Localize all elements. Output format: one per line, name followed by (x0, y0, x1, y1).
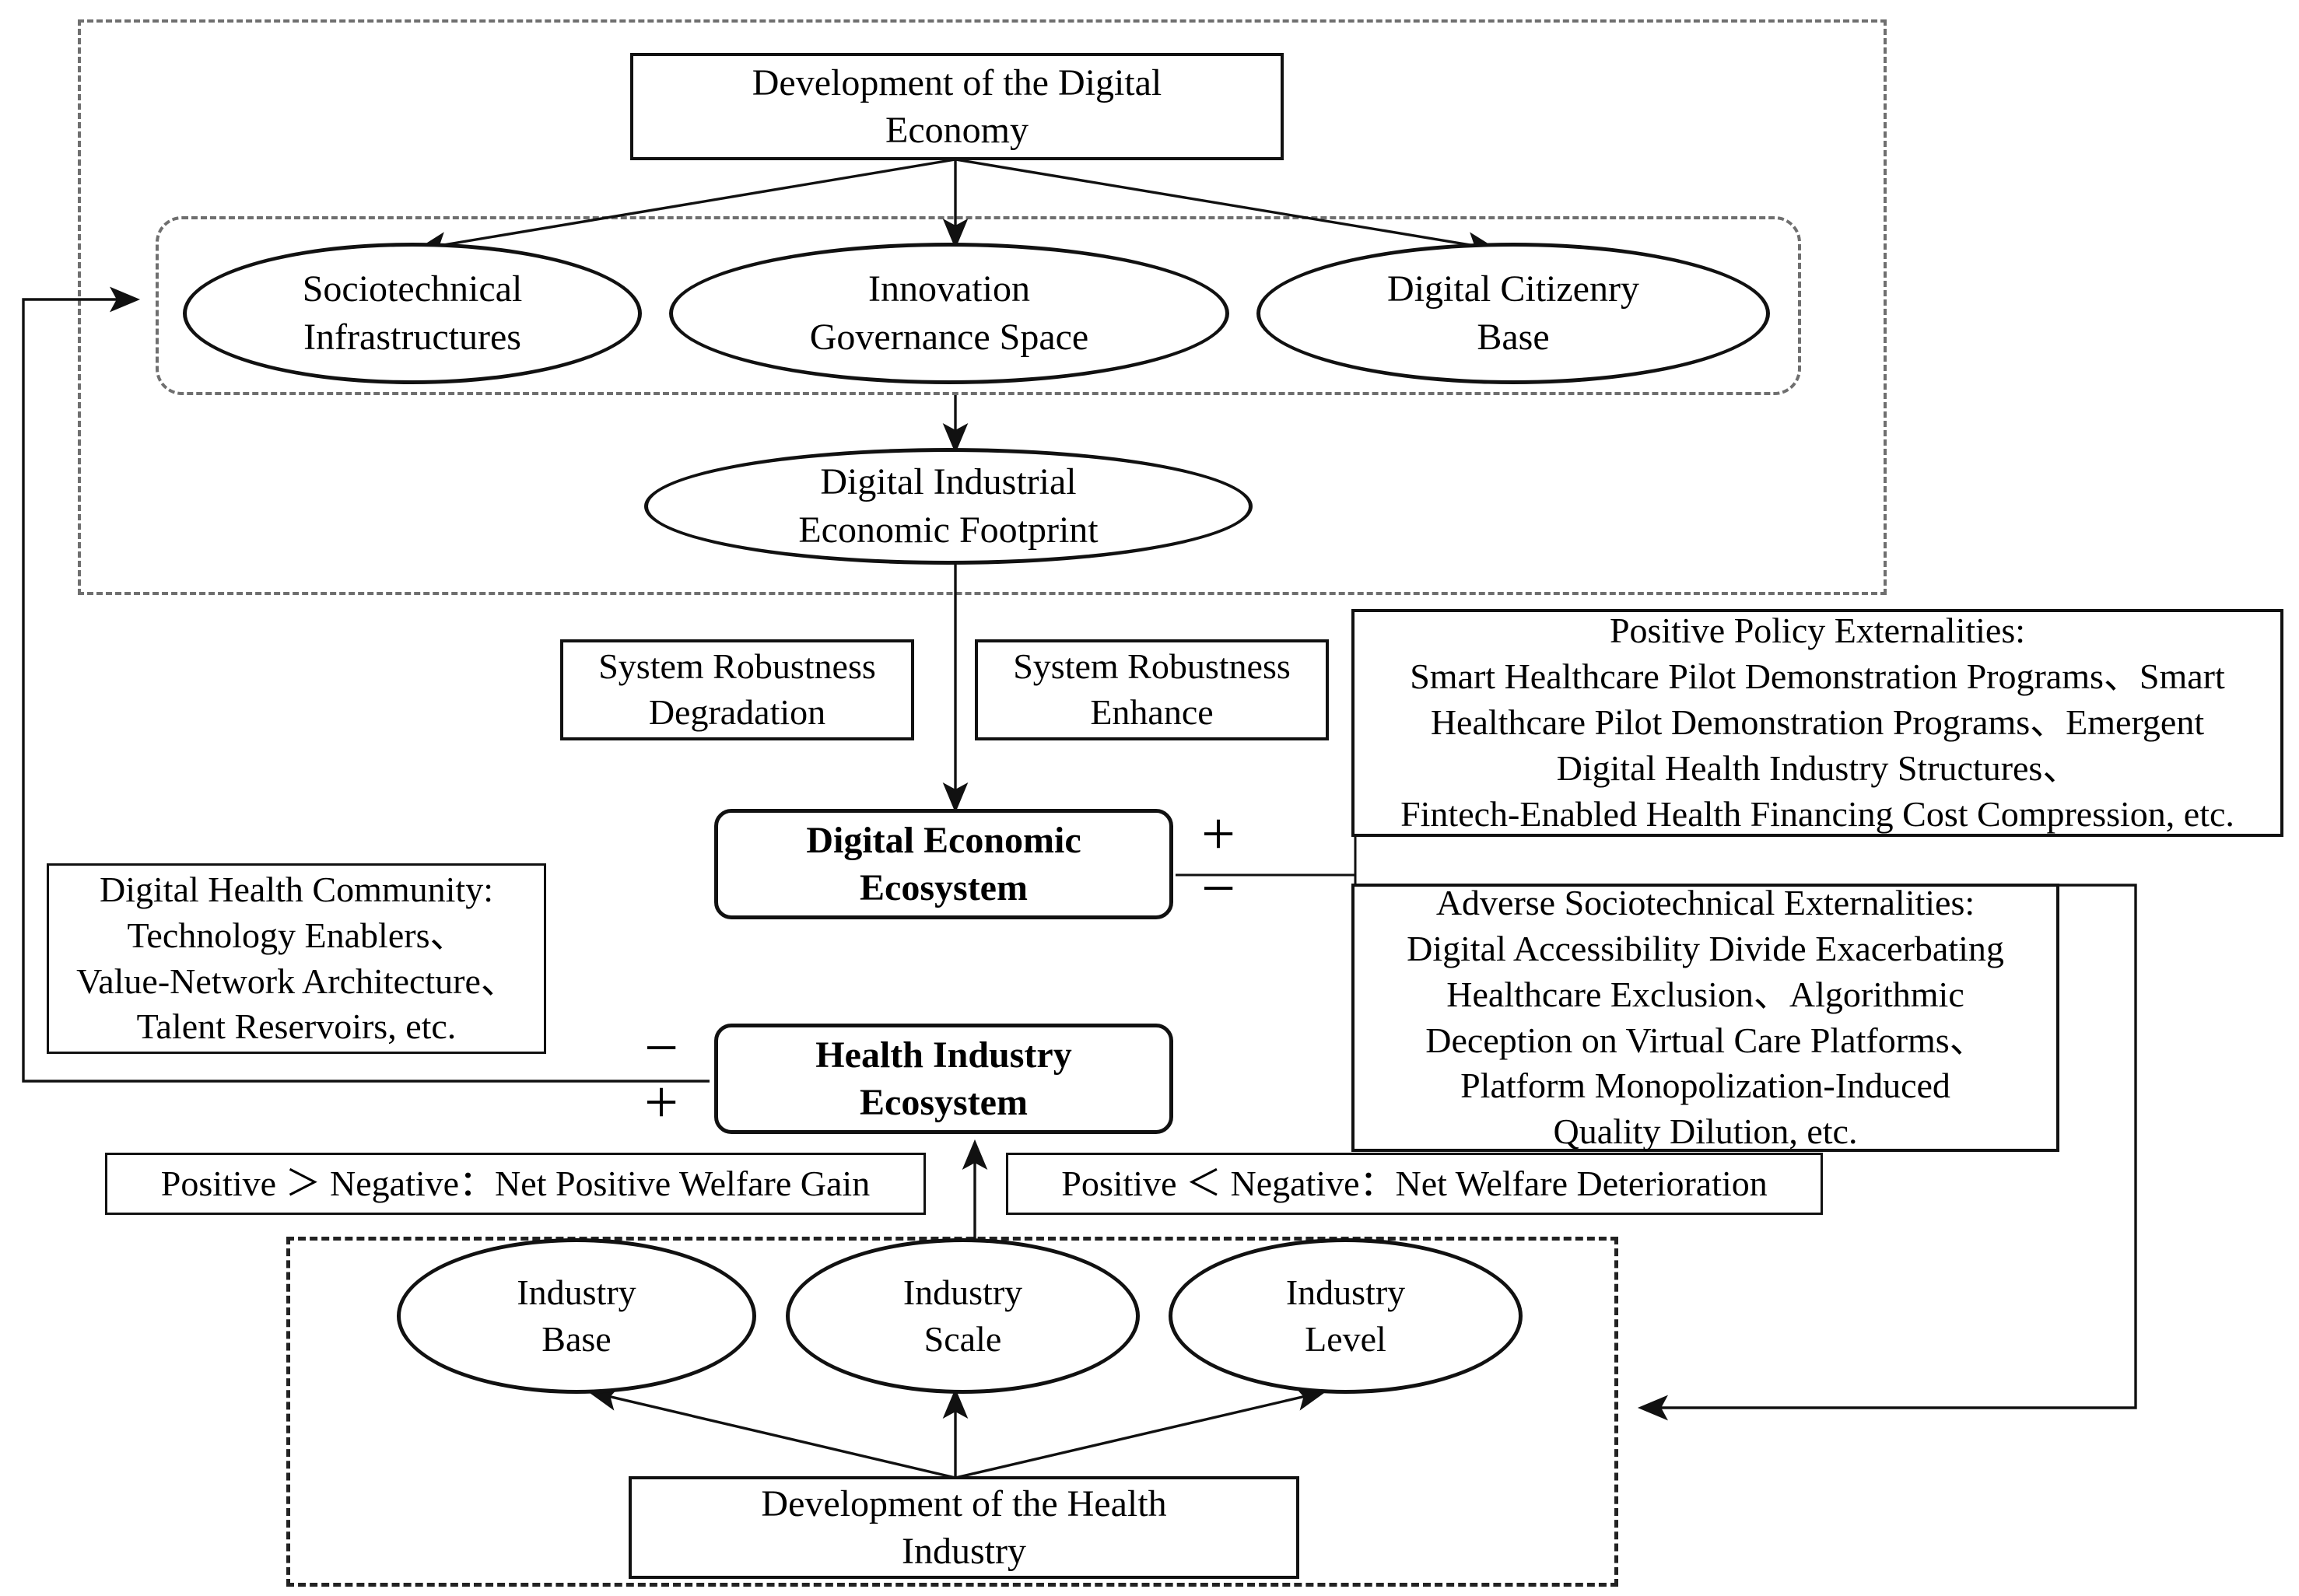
adverse-sociotechnical-externalities-box[interactable]: Adverse Sociotechnical Externalities: Di… (1351, 883, 2059, 1152)
digital-economy-pillars-boundary (156, 216, 1801, 395)
health-industry-ecosystem-plus-sign: + (644, 1068, 678, 1136)
pillar-sociotechnical-infrastructures[interactable]: Sociotechnical Infrastructures (183, 243, 642, 384)
digital-industrial-economic-footprint-ellipse[interactable]: Digital Industrial Economic Footprint (644, 448, 1253, 565)
health-industry-development-box[interactable]: Development of the Health Industry (629, 1476, 1299, 1579)
digital-economy-group-boundary (78, 19, 1887, 595)
system-robustness-degradation-box[interactable]: System Robustness Degradation (560, 639, 914, 740)
digital-economic-ecosystem-plus-sign: + (1201, 800, 1235, 867)
positive-policy-externalities-box[interactable]: Positive Policy Externalities: Smart Hea… (1351, 609, 2283, 837)
digital-economic-ecosystem-minus-sign: − (1201, 854, 1235, 922)
digital-economic-ecosystem-box[interactable]: Digital Economic Ecosystem (714, 809, 1173, 919)
digital-economy-box[interactable]: Development of the Digital Economy (630, 53, 1284, 160)
industry-base-ellipse[interactable]: Industry Base (397, 1238, 756, 1394)
industry-scale-ellipse[interactable]: Industry Scale (786, 1238, 1140, 1394)
health-industry-ecosystem-minus-sign: − (644, 1013, 678, 1081)
pillar-digital-citizenry-base[interactable]: Digital Citizenry Base (1256, 243, 1770, 384)
pillar-innovation-governance-space[interactable]: Innovation Governance Space (669, 243, 1229, 384)
health-industry-ecosystem-box[interactable]: Health Industry Ecosystem (714, 1024, 1173, 1134)
net-positive-welfare-gain-box[interactable]: Positive ＞ Negative：Net Positive Welfare… (105, 1153, 926, 1215)
industry-level-ellipse[interactable]: Industry Level (1169, 1238, 1523, 1394)
net-welfare-deterioration-box[interactable]: Positive ＜ Negative：Net Welfare Deterior… (1006, 1153, 1823, 1215)
system-robustness-enhance-box[interactable]: System Robustness Enhance (975, 639, 1329, 740)
digital-health-community-box[interactable]: Digital Health Community: Technology Ena… (47, 863, 546, 1054)
